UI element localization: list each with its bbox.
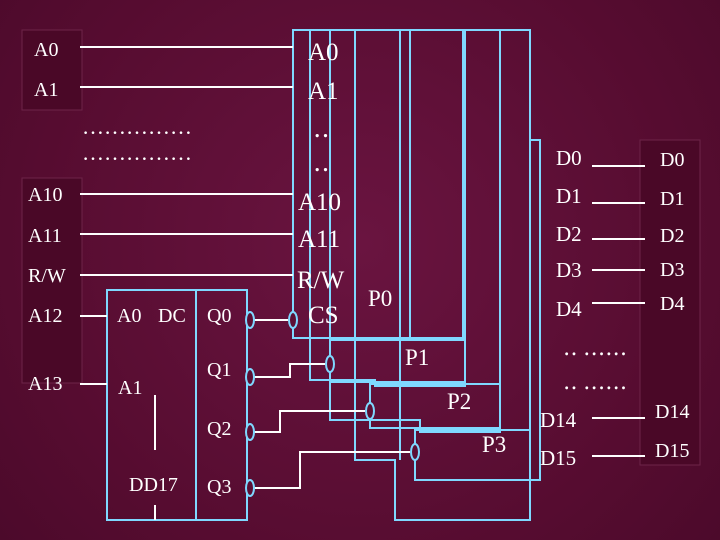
chip-pin-a10: A10 — [298, 189, 341, 216]
bubble-q1 — [245, 368, 255, 386]
wire-q3-p3 — [253, 451, 410, 489]
label-dots-2: …………… — [82, 140, 192, 165]
left-address-panel-bottom — [21, 177, 83, 384]
chip-p1-outline — [309, 29, 466, 387]
label-a10: A10 — [28, 184, 62, 206]
data-inner-d14: D14 — [540, 408, 577, 432]
chip-pin-a11: A11 — [298, 226, 340, 253]
bubble-q0 — [245, 311, 255, 329]
inversion-bubbles — [245, 311, 420, 497]
left-labels: A0 A1 …………… …………… A10 A11 R/W A12 A13 — [28, 39, 192, 395]
decoder-in-a1: A1 — [118, 377, 142, 399]
data-inner-dots-1: ‥ ‥‥‥ — [563, 335, 627, 360]
left-address-panel-top — [21, 29, 83, 111]
chip-pin-labels: A0 A1 ‥ ‥ A10 A11 R/W CS — [297, 39, 345, 329]
bubble-cs-p1 — [325, 355, 335, 373]
data-outer-d4: D4 — [660, 293, 684, 315]
decoder-in-a0: A0 — [117, 305, 141, 327]
data-wires — [592, 165, 645, 457]
chip-name-p1: P1 — [405, 345, 429, 370]
right-data-panel — [639, 139, 701, 466]
data-outer-labels: D0 D1 D2 D3 D4 D14 D15 — [655, 149, 689, 462]
data-outer-d2: D2 — [660, 225, 684, 247]
decoder-out-q0: Q0 — [207, 305, 231, 327]
chip-pin-dots-1: ‥ — [313, 116, 330, 143]
chip-pin-cs: CS — [308, 302, 339, 329]
data-outer-d0: D0 — [660, 149, 684, 171]
chip-p3-edge — [529, 139, 541, 481]
decoder-dd17 — [106, 289, 248, 521]
chip-pin-rw: R/W — [297, 267, 345, 294]
chip-names: P0 P1 P2 P3 — [368, 286, 506, 457]
label-a12: A12 — [28, 305, 62, 327]
data-inner-d15: D15 — [540, 446, 576, 470]
bubble-q2 — [245, 423, 255, 441]
chip-p2-outline — [329, 29, 501, 433]
decoder-name: DD17 — [129, 474, 178, 496]
bubble-q3 — [245, 479, 255, 497]
label-a11: A11 — [28, 225, 62, 247]
data-inner-labels: D0 D1 D2 D3 D4 ‥ ‥‥‥ ‥ ‥‥‥ D14 D15 — [540, 146, 627, 470]
wire-q2-p2 — [253, 410, 365, 433]
chip-p3-body — [414, 429, 531, 481]
chip-p3-outline — [354, 29, 531, 521]
chip-name-p0: P0 — [368, 286, 392, 311]
data-outer-d15: D15 — [655, 440, 689, 462]
wire-q1-p1 — [253, 363, 325, 378]
decoder-out-q2: Q2 — [207, 418, 231, 440]
data-inner-d3: D3 — [556, 258, 582, 282]
decoder-body — [106, 289, 248, 521]
label-a0: A0 — [34, 39, 58, 61]
decoder-dc-label: DC — [158, 305, 186, 327]
chip-p2-body — [369, 383, 501, 429]
bubble-cs-p0 — [288, 311, 298, 329]
label-a13: A13 — [28, 373, 62, 395]
chip-p1-body — [329, 339, 466, 383]
decoder-out-q3: Q3 — [207, 476, 231, 498]
chip-pin-a1: A1 — [308, 78, 339, 105]
chip-name-p3: P3 — [482, 432, 506, 457]
data-inner-d0: D0 — [556, 146, 582, 170]
chip-p0-outline — [292, 29, 464, 339]
bubble-cs-p3 — [410, 443, 420, 461]
decoder-out-q1: Q1 — [207, 359, 231, 381]
data-outer-d1: D1 — [660, 188, 684, 210]
address-wires — [80, 46, 293, 520]
label-rw: R/W — [28, 265, 66, 287]
decoder-labels: A0 DC A1 Q0 Q1 Q2 Q3 DD17 — [117, 305, 231, 498]
data-inner-d4: D4 — [556, 297, 582, 321]
chip-name-p2: P2 — [447, 389, 471, 414]
data-outer-d14: D14 — [655, 401, 689, 423]
data-inner-d1: D1 — [556, 184, 582, 208]
label-a1: A1 — [34, 79, 58, 101]
bubble-cs-p2 — [365, 402, 375, 420]
select-wires — [253, 319, 410, 489]
data-inner-dots-2: ‥ ‥‥‥ — [563, 369, 627, 394]
label-dots-1: …………… — [82, 114, 192, 139]
chip-pin-a0: A0 — [308, 39, 339, 66]
data-outer-d3: D3 — [660, 259, 684, 281]
chip-pin-dots-2: ‥ — [313, 150, 330, 177]
data-inner-d2: D2 — [556, 222, 582, 246]
